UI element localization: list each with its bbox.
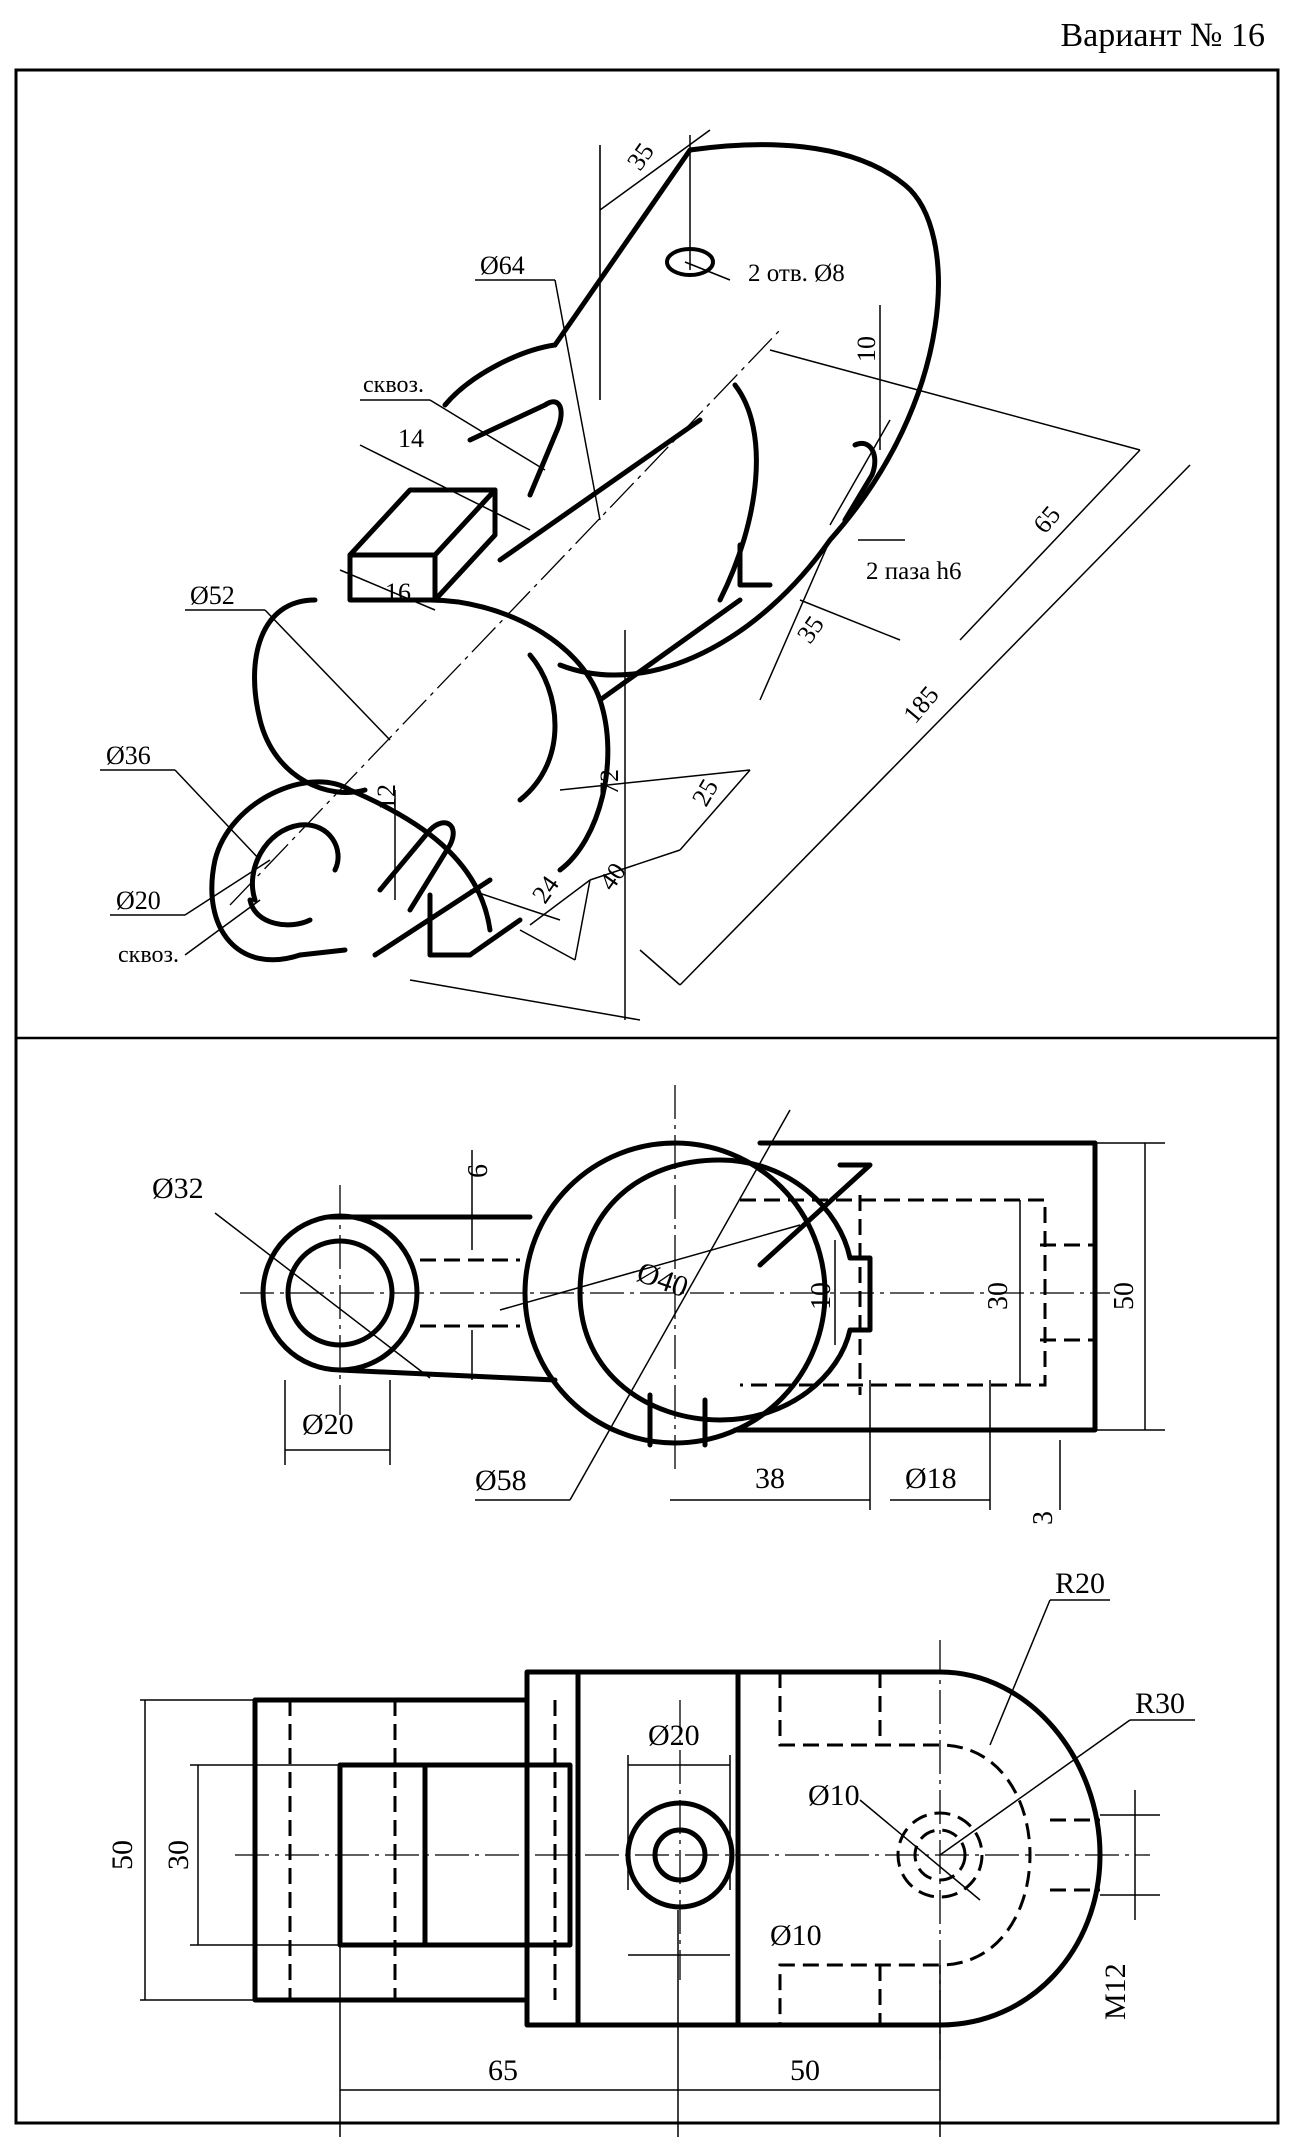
label-dia58: Ø58 — [475, 1464, 527, 1497]
dim-38: 38 — [755, 1462, 785, 1495]
dim-50-front: 50 — [1109, 1282, 1140, 1310]
label-dia32: Ø32 — [152, 1172, 204, 1205]
dim-16: 16 — [385, 578, 411, 607]
dim-40: 40 — [593, 858, 632, 896]
dim-10: 10 — [852, 336, 881, 362]
label-slots: 2 паза h6 — [866, 558, 961, 585]
dim-14: 14 — [398, 424, 424, 453]
variant-title: Вариант № 16 — [1060, 17, 1265, 54]
dim-12: 12 — [372, 784, 401, 810]
front-view: Ø32 6 Ø40 10 30 50 Ø20 Ø58 38 Ø18 3 — [152, 1085, 1165, 1525]
label-dia18: Ø18 — [905, 1462, 957, 1495]
dim-6: 6 — [463, 1164, 494, 1178]
dim-65-bottom: 65 — [488, 2054, 518, 2087]
label-dia20-front: Ø20 — [302, 1408, 354, 1441]
label-dia64: Ø64 — [480, 251, 525, 280]
dim-50-bottom: 50 — [790, 2054, 820, 2087]
label-dia40: Ø40 — [633, 1256, 693, 1305]
label-dia20: Ø20 — [116, 886, 161, 915]
label-dia10-bottom: Ø10 — [770, 1919, 822, 1952]
dim-35-top: 35 — [621, 138, 660, 176]
label-through-top: сквоз. — [363, 372, 424, 398]
label-dia20-top: Ø20 — [648, 1719, 700, 1752]
dim-3: 3 — [1028, 1511, 1059, 1525]
dim-30-left: 30 — [162, 1840, 195, 1870]
isometric-view: Ø64 Ø52 Ø36 Ø20 сквоз. сквоз. 2 отв. Ø8 … — [100, 129, 1191, 1021]
dim-10-front: 10 — [806, 1282, 837, 1310]
dim-72: 72 — [595, 769, 624, 795]
label-dia36: Ø36 — [106, 741, 151, 770]
drawing-frame — [14, 68, 1280, 2125]
dim-30-front: 30 — [983, 1282, 1014, 1310]
dim-50-left: 50 — [106, 1840, 139, 1870]
label-m12: M12 — [1099, 1963, 1132, 2020]
label-through-bottom: сквоз. — [118, 942, 179, 968]
label-dia52: Ø52 — [190, 581, 235, 610]
top-view: R20 R30 Ø20 Ø10 Ø10 50 30 65 50 M12 — [106, 1567, 1195, 2137]
label-r20: R20 — [1055, 1567, 1105, 1600]
label-dia10-right: Ø10 — [808, 1779, 860, 1812]
label-holes: 2 отв. Ø8 — [748, 260, 845, 287]
label-r30: R30 — [1135, 1687, 1185, 1720]
